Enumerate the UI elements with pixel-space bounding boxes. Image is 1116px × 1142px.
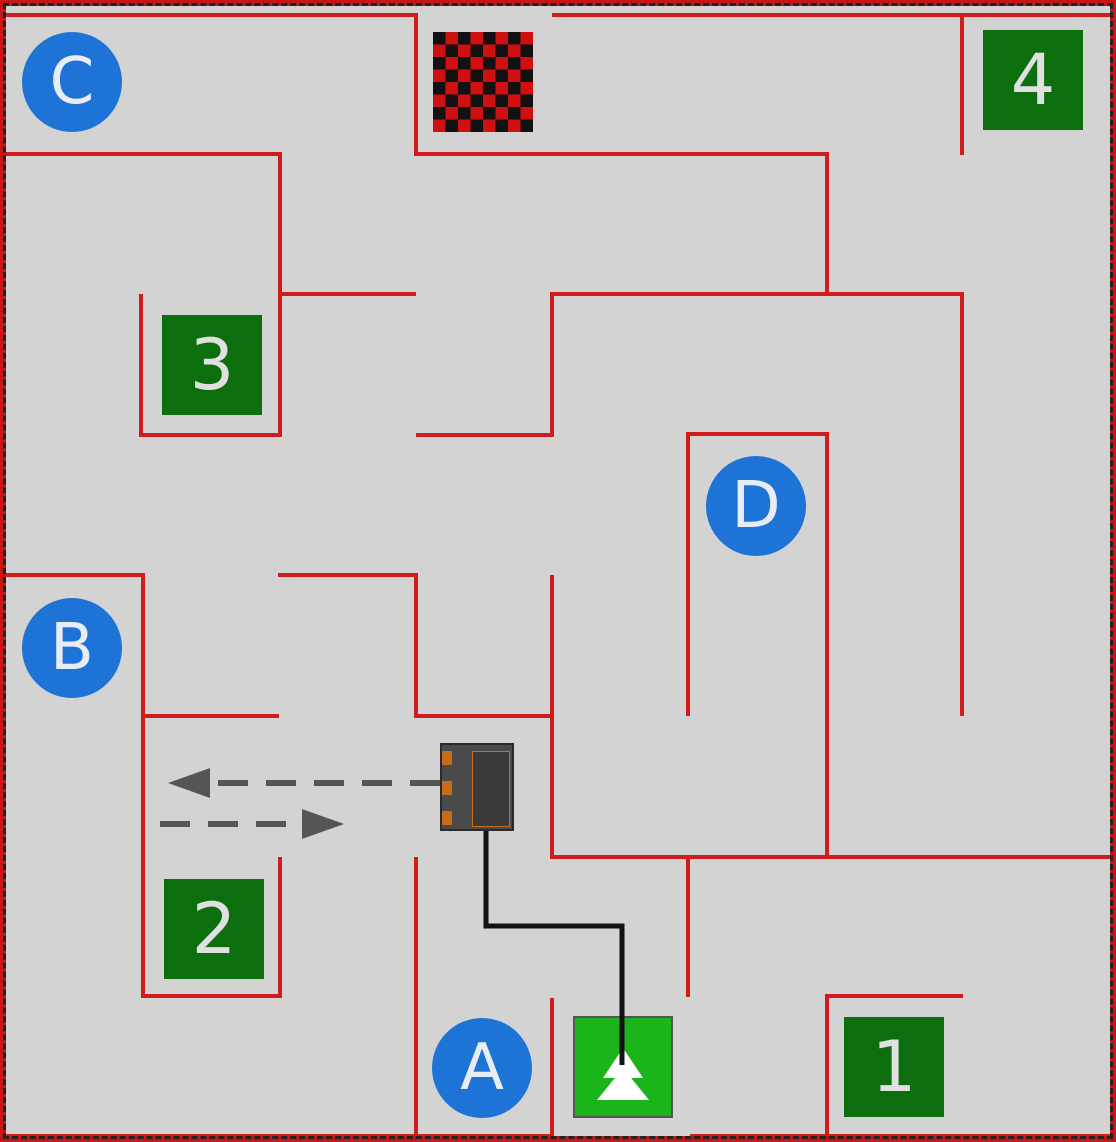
robot-wheel <box>442 781 452 795</box>
wall <box>141 714 279 718</box>
wall <box>414 13 418 155</box>
marker-b: B <box>22 598 122 698</box>
zone-4: 4 <box>983 30 1083 130</box>
marker-a: A <box>432 1018 532 1118</box>
wall <box>0 152 282 156</box>
wall <box>0 13 416 17</box>
robot-icon[interactable] <box>440 743 514 831</box>
zone-1: 1 <box>844 1017 944 1117</box>
robot-wheel <box>442 751 452 765</box>
arrow-head-left <box>168 768 210 798</box>
wall <box>416 433 554 437</box>
wall <box>960 292 964 716</box>
wall <box>278 573 418 577</box>
wall <box>414 152 828 156</box>
wall <box>686 432 828 436</box>
robot-panel <box>472 751 510 827</box>
marker-c: C <box>22 32 122 132</box>
wall <box>414 714 554 718</box>
wall <box>278 857 282 998</box>
wall <box>825 994 963 998</box>
wall <box>552 13 1116 17</box>
marker-d: D <box>706 456 806 556</box>
zone-2: 2 <box>164 879 264 979</box>
wall <box>550 292 554 437</box>
wall <box>550 575 554 859</box>
wall <box>550 855 1116 859</box>
wall <box>414 857 418 1142</box>
wall <box>278 292 416 296</box>
robot-wheel <box>442 811 452 825</box>
wall <box>141 573 145 998</box>
wall <box>686 855 690 997</box>
zone-3: 3 <box>162 315 262 415</box>
wall <box>825 152 829 294</box>
wall <box>825 432 829 857</box>
checkered-flag-icon <box>433 32 533 132</box>
robot-path-line <box>483 830 625 1065</box>
arrow-head-right <box>302 809 344 839</box>
wall <box>825 994 829 1142</box>
wall <box>139 433 282 437</box>
wall <box>550 292 964 296</box>
wall <box>960 13 964 155</box>
wall <box>550 998 554 1142</box>
wall <box>686 432 690 716</box>
wall <box>141 994 282 998</box>
wall <box>139 294 143 437</box>
wall <box>0 573 145 577</box>
wall <box>414 573 418 716</box>
